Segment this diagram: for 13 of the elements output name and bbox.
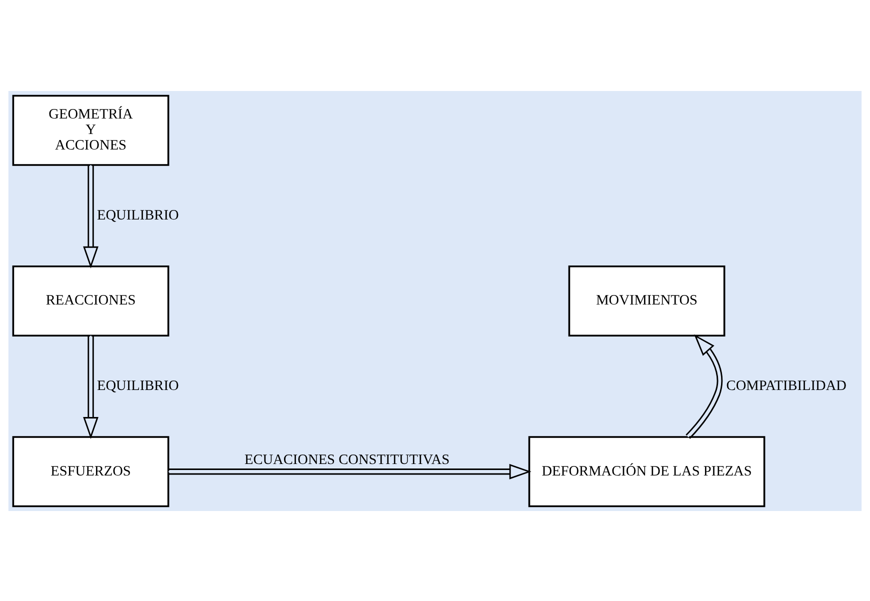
edge-label: EQUILIBRIO — [96, 206, 179, 223]
node-box: MOVIMIENTOS — [568, 265, 726, 336]
arrow — [83, 164, 98, 268]
edge-label: ECUACIONES CONSTITUTIVAS — [244, 451, 450, 468]
node-box: GEOMETRÍA Y ACCIONES — [12, 94, 170, 166]
node-box: DEFORMACIÓN DE LAS PIEZAS — [528, 436, 766, 507]
arrow — [83, 335, 98, 438]
arrow — [168, 463, 532, 479]
node-box: REACCIONES — [12, 265, 170, 336]
arrow — [686, 334, 723, 438]
edge-label: COMPATIBILIDAD — [726, 378, 847, 394]
node-box: ESFUERZOS — [12, 436, 170, 507]
edge-label: EQUILIBRIO — [96, 378, 179, 394]
